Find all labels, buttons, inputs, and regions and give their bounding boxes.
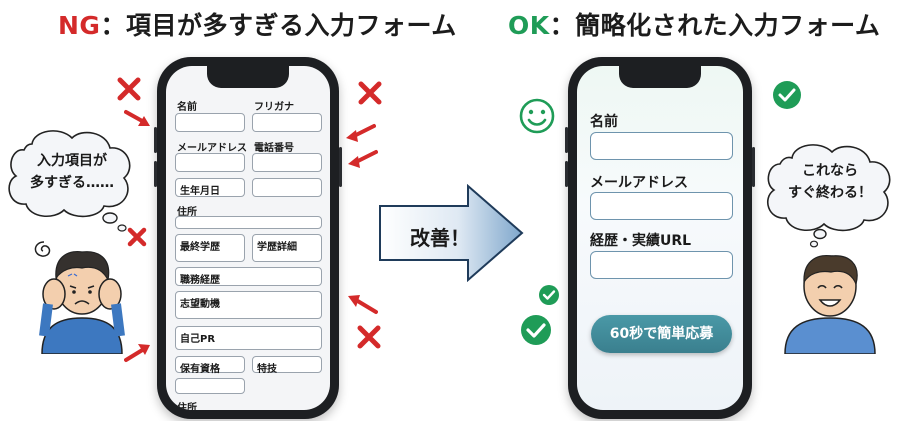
red-x-icon xyxy=(358,81,382,105)
job-history-label: 職務経歴 xyxy=(180,275,220,286)
phone-notch xyxy=(619,66,701,88)
education-detail-input[interactable]: 学歴詳細 xyxy=(252,234,322,262)
ng-tag: NG xyxy=(58,11,101,40)
red-arrow-icon xyxy=(348,295,378,314)
name-input[interactable] xyxy=(175,113,245,132)
furigana-label: フリガナ xyxy=(254,102,294,113)
dizzy-swirl-icon xyxy=(34,241,51,257)
ok-phone: 名前 メールアドレス 経歴・実績URL 60秒で簡単応募 xyxy=(565,57,755,419)
birthday-extra-input[interactable] xyxy=(252,178,322,197)
address-input[interactable] xyxy=(175,216,322,229)
red-x-icon xyxy=(127,227,147,247)
stressed-person-illustration xyxy=(34,241,125,354)
education-label: 最終学歴 xyxy=(180,242,220,253)
happy-person-illustration xyxy=(784,254,876,354)
extra-input[interactable] xyxy=(175,378,245,394)
smiley-icon xyxy=(519,98,555,134)
ok-tag: OK xyxy=(508,11,550,40)
ok-bubble-line2: すぐ終わる！ xyxy=(788,185,872,201)
ok-name-label: 名前 xyxy=(590,114,618,130)
ng-thought-bubble xyxy=(8,130,131,232)
furigana-input[interactable] xyxy=(252,113,322,132)
birthday-input[interactable]: 生年月日 xyxy=(175,178,245,197)
improvement-arrow-icon xyxy=(379,184,524,282)
quick-apply-button[interactable]: 60秒で簡単応募 xyxy=(591,315,732,353)
ok-heading: OK：簡略化された入力フォーム xyxy=(508,6,880,42)
red-arrow-icon xyxy=(124,110,150,126)
job-history-input[interactable]: 職務経歴 xyxy=(175,267,322,286)
ok-thought-bubble xyxy=(766,144,891,248)
motivation-input[interactable]: 志望動機 xyxy=(175,291,322,319)
phone-notch xyxy=(207,66,289,88)
ng-bubble-line2: 多すぎる…… xyxy=(30,175,114,191)
self-pr-input[interactable]: 自己PR xyxy=(175,326,322,350)
email-input[interactable] xyxy=(175,153,245,172)
ng-heading: NG：項目が多すぎる入力フォーム xyxy=(58,6,457,42)
email-label: メールアドレス xyxy=(177,143,247,154)
address-cut-label: 住所 xyxy=(177,403,197,410)
red-x-icon xyxy=(357,325,381,349)
red-arrow-icon xyxy=(124,344,150,362)
phone-input[interactable] xyxy=(252,153,322,172)
phone-label: 電話番号 xyxy=(254,143,294,154)
ng-phone: 名前 フリガナ メールアドレス 電話番号 生年月日 住所 最終学歴 学歴詳細 職… xyxy=(154,57,342,419)
ok-history-label: 経歴・実績URL xyxy=(590,233,692,249)
skills-input[interactable]: 特技 xyxy=(252,356,322,375)
education-input[interactable]: 最終学歴 xyxy=(175,234,245,262)
ok-email-input[interactable] xyxy=(590,192,733,220)
name-label: 名前 xyxy=(177,102,197,113)
address-label: 住所 xyxy=(177,207,197,218)
birthday-label: 生年月日 xyxy=(180,186,220,197)
ng-bubble-text: 入力項目が 多すぎる…… xyxy=(14,150,130,194)
green-check-icon xyxy=(521,315,551,345)
ng-bubble-line1: 入力項目が xyxy=(37,153,107,169)
ok-name-input[interactable] xyxy=(590,132,733,160)
self-pr-label: 自己PR xyxy=(180,334,216,345)
qualifications-label: 保有資格 xyxy=(180,364,220,375)
ok-bubble-text: これなら すぐ終わる！ xyxy=(772,160,888,204)
red-arrow-icon xyxy=(348,150,378,168)
red-arrow-icon xyxy=(346,124,376,142)
red-x-icon xyxy=(117,77,141,101)
qualifications-input[interactable]: 保有資格 xyxy=(175,356,245,375)
ok-email-label: メールアドレス xyxy=(590,175,688,191)
education-detail-label: 学歴詳細 xyxy=(257,242,297,253)
ok-heading-text: ：簡略化された入力フォーム xyxy=(549,11,881,40)
ok-history-input[interactable] xyxy=(590,251,733,279)
ok-form-screen: 名前 メールアドレス 経歴・実績URL 60秒で簡単応募 xyxy=(577,66,743,410)
ng-heading-text: ：項目が多すぎる入力フォーム xyxy=(100,11,457,40)
ng-form-screen: 名前 フリガナ メールアドレス 電話番号 生年月日 住所 最終学歴 学歴詳細 職… xyxy=(166,66,330,410)
green-check-icon xyxy=(773,81,801,109)
green-check-icon xyxy=(539,285,559,305)
improvement-label: 改善！ xyxy=(410,226,470,250)
skills-label: 特技 xyxy=(257,364,277,375)
motivation-label: 志望動機 xyxy=(180,299,220,310)
ok-bubble-line1: これなら xyxy=(802,163,858,179)
